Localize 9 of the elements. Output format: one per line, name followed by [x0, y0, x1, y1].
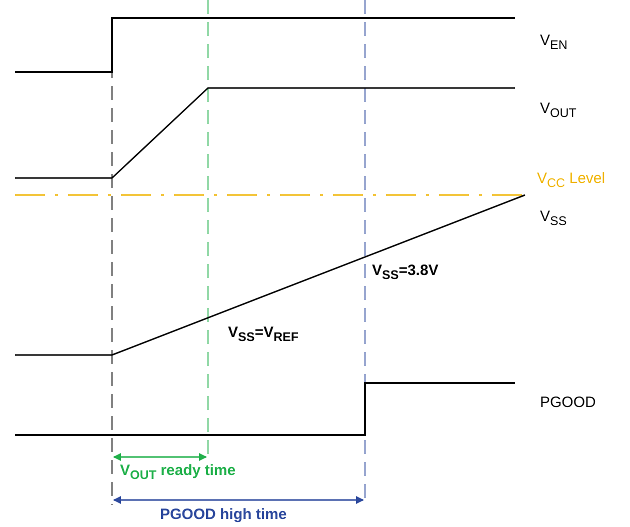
dimension-label: V$_{OUT}$ ready time	[120, 462, 236, 484]
signal-label: V$_{OUT}$	[540, 100, 576, 122]
dimension-label: PGOOD high time	[160, 506, 287, 524]
annotation: V$_{SS}$=3.8V	[372, 262, 438, 284]
level-label: V$_{CC}$ Level	[537, 170, 606, 192]
signal-label: PGOOD	[540, 394, 596, 412]
annotation: V$_{SS}$=V$_{REF}$	[228, 324, 298, 346]
signal-label: V$_{EN}$	[540, 32, 568, 54]
signal-label: V$_{SS}$	[540, 208, 567, 230]
